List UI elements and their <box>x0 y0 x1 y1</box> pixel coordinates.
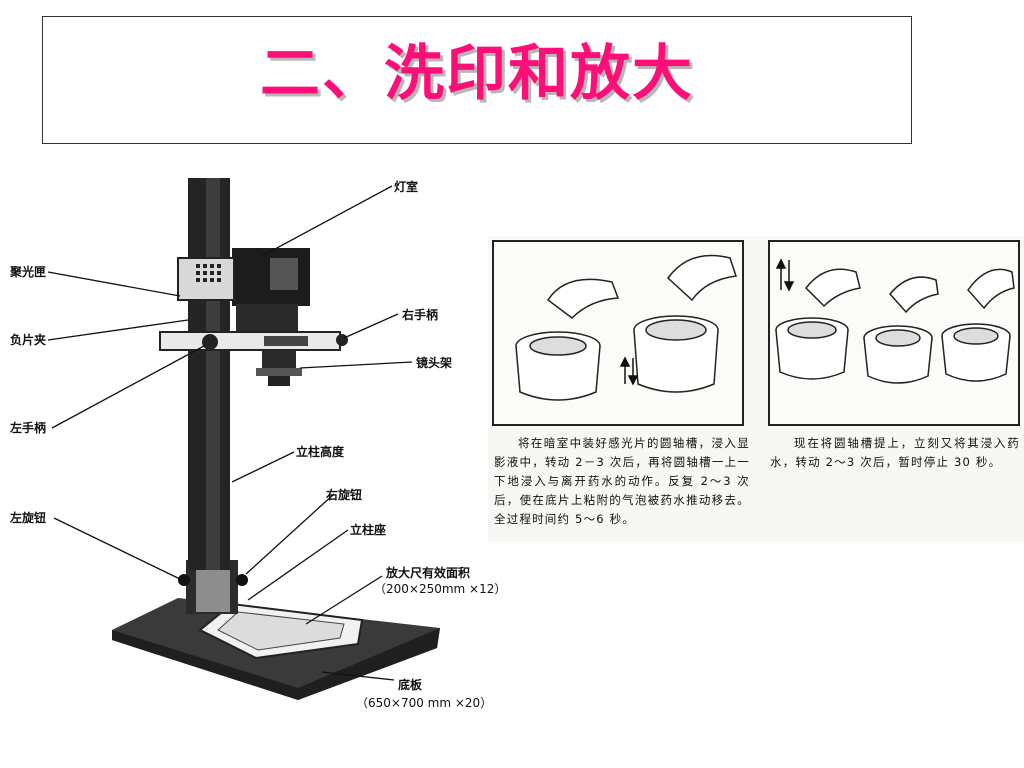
label-column-height: 立柱高度 <box>296 445 345 459</box>
label-left-handle: 左手柄 <box>10 421 47 435</box>
label-baseboard: 底板 <box>398 678 423 692</box>
label-baseboard-dims: （650×700 mm ×20） <box>356 696 493 710</box>
left-handle-knob <box>202 334 218 350</box>
caption-left: 将在暗室中装好感光片的圆轴槽，浸入显影液中，转动 2－3 次后，再将圆轴槽一上一… <box>494 436 750 526</box>
label-condenser: 聚光匣 <box>10 265 47 279</box>
label-max-area-dims: （200×250mm ×12） <box>374 582 507 596</box>
label-right-handle: 右手柄 <box>402 308 439 322</box>
page-title: 二、洗印和放大 <box>260 39 694 109</box>
title-box: 二、洗印和放大 <box>42 16 912 144</box>
caption-right: 现在将圆轴槽提上，立刻又将其浸入药水，转动 2～3 次后，暂时停止 30 秒。 <box>770 436 1020 469</box>
label-negative-holder: 负片夹 <box>10 333 47 347</box>
lens-shape <box>262 350 296 368</box>
label-lens-mount: 镜头架 <box>416 356 453 370</box>
label-left-knob: 左旋钮 <box>10 511 47 525</box>
label-right-knob: 右旋钮 <box>326 488 363 502</box>
label-column-base: 立柱座 <box>350 523 387 537</box>
label-lamp-house: 灯室 <box>394 180 419 194</box>
label-max-area: 放大尺有效面积 <box>386 566 471 580</box>
